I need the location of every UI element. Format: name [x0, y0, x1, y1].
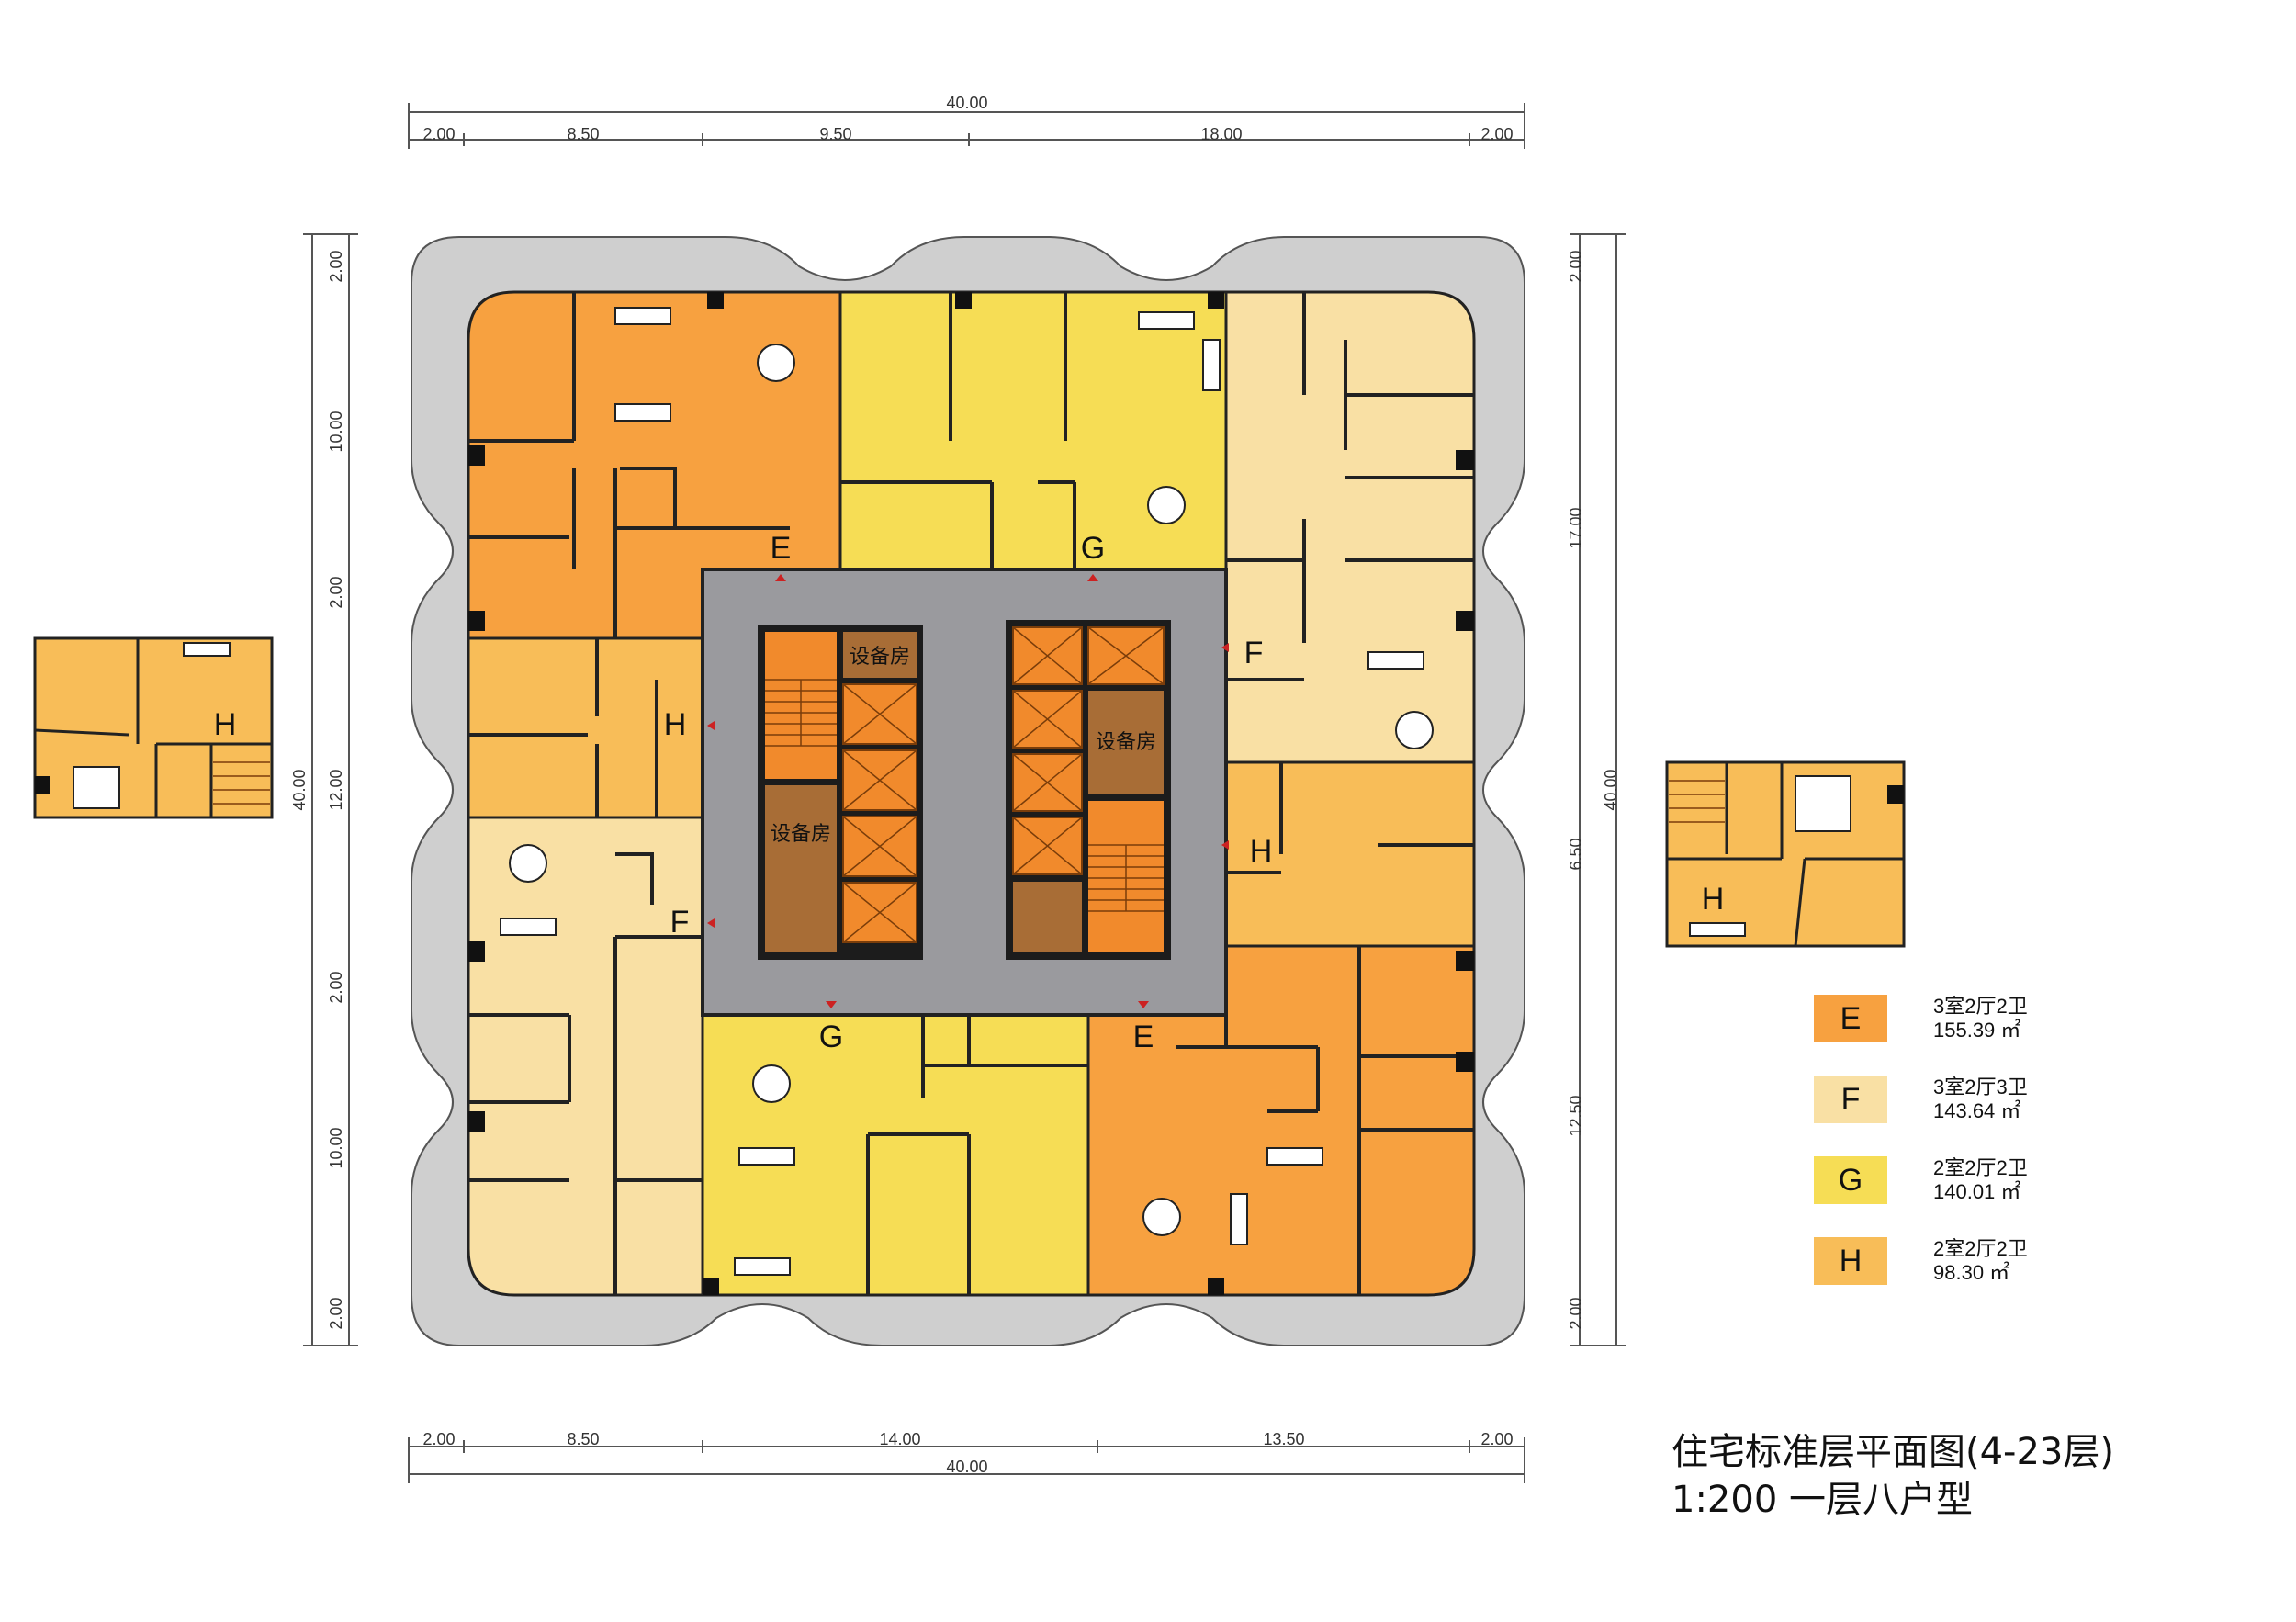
- bottom-dim-seg-4: 13.50: [1263, 1430, 1304, 1448]
- left-dim-seg-7: 2.00: [327, 1297, 345, 1329]
- unit-label-e-top: E: [771, 531, 792, 566]
- elevator-cross-left: [842, 683, 917, 943]
- legend-type-e: 3室2厅2卫: [1933, 995, 2028, 1018]
- equipment-room-label-2: 设备房: [771, 823, 831, 846]
- equipment-room-left-lower: [765, 785, 837, 952]
- legend-swatch-g: G: [1814, 1156, 1887, 1204]
- bottom-total-dimension: 40.00: [946, 1458, 987, 1476]
- legend-area-h: 98.30 ㎡: [1933, 1261, 2010, 1284]
- right-total-dimension: 40.00: [1602, 769, 1620, 810]
- left-dimension-lines: [303, 233, 358, 1346]
- left-dim-seg-1: 2.00: [327, 250, 345, 282]
- right-dim-seg-2: 17.00: [1567, 507, 1585, 548]
- elevator-cross-right: [1012, 626, 1165, 875]
- loft-label-left: H: [214, 707, 237, 742]
- unit-label-h-left: H: [664, 707, 687, 742]
- legend-area-g: 140.01 ㎡: [1933, 1180, 2021, 1203]
- top-dim-seg-2: 8.50: [567, 125, 599, 143]
- top-dim-seg-4: 18.00: [1200, 125, 1242, 143]
- top-total-dimension: 40.00: [946, 94, 987, 112]
- equipment-room-right-lower: [1013, 882, 1082, 952]
- bottom-dim-seg-1: 2.00: [422, 1430, 455, 1448]
- legend-swatch-f: F: [1814, 1076, 1887, 1123]
- loft-label-right: H: [1702, 882, 1725, 917]
- loft-plan-left: [33, 636, 274, 819]
- entry-door-marks: [707, 574, 1229, 1008]
- unit-f-left: [467, 816, 704, 1297]
- sofa-icon: [500, 307, 1424, 1276]
- unit-label-h-right: H: [1250, 834, 1273, 869]
- top-dim-seg-3: 9.50: [819, 125, 851, 143]
- unit-label-f-left: F: [670, 905, 690, 940]
- legend-area-f: 143.64 ㎡: [1933, 1099, 2021, 1122]
- legend-type-g: 2室2厅2卫: [1933, 1156, 2028, 1179]
- equipment-room-right: [1088, 691, 1164, 794]
- equipment-room-label-1: 设备房: [850, 646, 910, 669]
- left-dim-seg-6: 10.00: [327, 1127, 345, 1168]
- top-dim-seg-1: 2.00: [422, 125, 455, 143]
- right-dim-seg-1: 2.00: [1567, 250, 1585, 282]
- stair-left-treads: [765, 679, 837, 747]
- right-dim-seg-4: 12.50: [1567, 1095, 1585, 1136]
- drawing-title: 住宅标准层平面图(4-23层): [1671, 1431, 2114, 1473]
- bottom-dim-seg-3: 14.00: [879, 1430, 920, 1448]
- unit-label-g-bottom: G: [819, 1019, 843, 1054]
- top-dim-seg-5: 2.00: [1480, 125, 1513, 143]
- equipment-room-label-3: 设备房: [1096, 731, 1156, 754]
- unit-label-e-bottom: E: [1133, 1019, 1154, 1054]
- legend-type-f: 3室2厅3卫: [1933, 1076, 2028, 1098]
- stair-right-treads: [1088, 844, 1164, 912]
- bottom-dim-seg-5: 2.00: [1480, 1430, 1513, 1448]
- loft-plan-right: [1665, 760, 1906, 948]
- unit-e-bottom-right: [1086, 944, 1476, 1297]
- unit-type-legend: E 3室2厅2卫 155.39 ㎡ F 3室2厅3卫 143.64 ㎡ G 2室…: [1814, 978, 2200, 1301]
- right-dim-seg-3: 6.50: [1567, 838, 1585, 870]
- legend-swatch-h: H: [1814, 1237, 1887, 1285]
- unit-label-f-right: F: [1244, 636, 1264, 670]
- bottom-dimension-lines: [408, 1437, 1525, 1483]
- interior-walls: [468, 292, 1474, 1295]
- top-dimension-lines: [408, 103, 1525, 149]
- unit-f-top-right: [1224, 290, 1476, 764]
- legend-row-h: H 2室2厅2卫 98.30 ㎡: [1814, 1221, 2200, 1301]
- drawing-scale: 1:200 一层八户型: [1671, 1479, 1973, 1521]
- unit-label-g-top: G: [1081, 531, 1105, 566]
- equipment-room-left-upper: [843, 632, 917, 678]
- drawing-caption: 住宅标准层平面图(4-23层) 1:200 一层八户型: [1671, 1428, 2114, 1524]
- structural-columns: [468, 292, 1474, 1295]
- legend-area-e: 155.39 ㎡: [1933, 1019, 2021, 1042]
- unit-g-top: [838, 290, 1228, 571]
- legend-swatch-e: E: [1814, 995, 1887, 1042]
- legend-row-f: F 3室2厅3卫 143.64 ㎡: [1814, 1059, 2200, 1140]
- left-dim-seg-3: 2.00: [327, 576, 345, 608]
- left-total-dimension: 40.00: [290, 769, 309, 810]
- left-dim-seg-2: 10.00: [327, 411, 345, 452]
- dining-table-icon: [509, 344, 1434, 1236]
- legend-type-h: 2室2厅2卫: [1933, 1237, 2028, 1260]
- left-dim-seg-4: 12.00: [327, 769, 345, 810]
- legend-row-e: E 3室2厅2卫 155.39 ㎡: [1814, 978, 2200, 1059]
- right-dimension-lines: [1570, 233, 1626, 1346]
- left-dim-seg-5: 2.00: [327, 971, 345, 1003]
- bottom-dim-seg-2: 8.50: [567, 1430, 599, 1448]
- legend-row-g: G 2室2厅2卫 140.01 ㎡: [1814, 1140, 2200, 1221]
- right-dim-seg-5: 2.00: [1567, 1297, 1585, 1329]
